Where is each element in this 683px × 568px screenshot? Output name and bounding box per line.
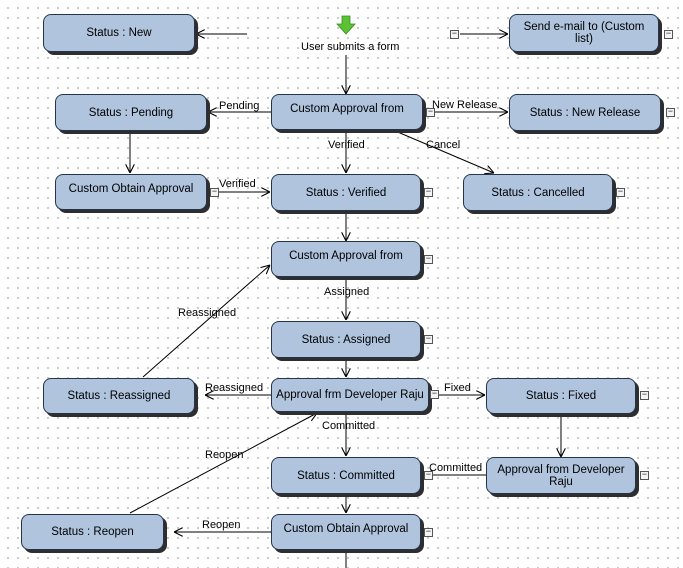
node-approval-from-developer-raju[interactable]: Approval from Developer Raju (486, 457, 636, 494)
collapse-toggle-dev-raju[interactable]: − (430, 389, 439, 399)
node-status-reassigned[interactable]: Status : Reassigned (43, 378, 195, 414)
collapse-toggle-new-release[interactable]: − (666, 107, 675, 117)
edge-reopen-1 (129, 413, 317, 514)
edge-label-reassigned-1: Reassigned (178, 307, 237, 319)
node-approval-frm-developer-raju[interactable]: Approval frm Developer Raju (271, 378, 429, 412)
green-down-arrow-icon (336, 15, 356, 35)
node-status-verified[interactable]: Status : Verified (271, 174, 421, 211)
edge-label-verified-2: Verified (219, 178, 256, 190)
node-custom-approval-from-1[interactable]: Custom Approval from (271, 94, 423, 130)
node-status-new-release[interactable]: Status : New Release (509, 94, 661, 131)
collapse-toggle-committed[interactable]: − (424, 470, 433, 480)
node-status-committed[interactable]: Status : Committed (271, 457, 421, 494)
node-custom-approval-from-2[interactable]: Custom Approval from (271, 241, 421, 277)
collapse-toggle-obtain-1[interactable]: − (210, 187, 219, 197)
edge-label-committed-1: Committed (322, 420, 376, 432)
edge-label-cancel: Cancel (426, 139, 461, 151)
node-custom-obtain-approval-1[interactable]: Custom Obtain Approval (55, 174, 207, 210)
collapse-toggle-obtain-2[interactable]: − (424, 527, 433, 537)
edge-reassigned-1 (142, 265, 270, 378)
edge-label-reopen-2: Reopen (202, 519, 241, 531)
edge-label-fixed: Fixed (444, 382, 471, 394)
node-status-reopen[interactable]: Status : Reopen (21, 514, 164, 550)
edge-label-reopen-1: Reopen (205, 449, 244, 461)
edge-label-reassigned-2: Reassigned (205, 382, 264, 394)
node-status-assigned[interactable]: Status : Assigned (271, 321, 421, 358)
start-label: User submits a form (301, 41, 400, 53)
collapse-toggle-fixed[interactable]: − (640, 390, 649, 400)
edge-label-new-release: New Release (432, 99, 498, 111)
collapse-toggle-start[interactable]: − (450, 29, 459, 39)
edge-label-committed-2: Committed (429, 462, 483, 474)
edge-cancel (392, 129, 494, 173)
edge-label-verified-1: Verified (328, 139, 365, 151)
collapse-toggle-assigned[interactable]: − (424, 334, 433, 344)
node-send-email[interactable]: Send e-mail to (Custom list) (509, 14, 659, 52)
collapse-toggle-approval-dev-raju[interactable]: − (640, 470, 649, 480)
node-status-fixed[interactable]: Status : Fixed (486, 378, 636, 414)
collapse-toggle-send-email[interactable]: − (664, 29, 673, 39)
node-custom-obtain-approval-2[interactable]: Custom Obtain Approval (271, 514, 421, 550)
edge-label-assigned: Assigned (324, 286, 370, 298)
edge-label-pending: Pending (219, 100, 260, 112)
collapse-toggle-approval-2[interactable]: − (424, 254, 433, 264)
node-status-new[interactable]: Status : New (43, 14, 195, 52)
collapse-toggle-verified[interactable]: − (424, 187, 433, 197)
node-status-pending[interactable]: Status : Pending (55, 94, 207, 131)
collapse-toggle-approval-1[interactable]: − (426, 107, 435, 117)
collapse-toggle-cancelled[interactable]: − (616, 187, 625, 197)
node-status-cancelled[interactable]: Status : Cancelled (463, 174, 613, 211)
